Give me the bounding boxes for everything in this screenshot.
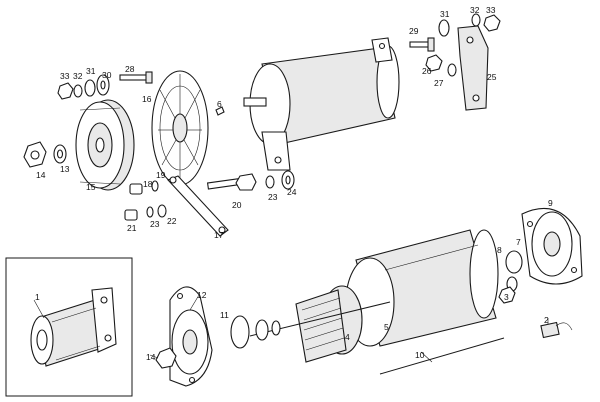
callout-23: 23 — [150, 219, 160, 229]
callout-6: 6 — [217, 99, 222, 109]
callout-22: 22 — [167, 216, 177, 226]
inset-assembled-dynamo — [5, 257, 133, 397]
callout-9: 9 — [548, 198, 553, 208]
callout-25: 25 — [487, 72, 497, 82]
mounting-bracket-group — [409, 13, 501, 111]
callout-5: 5 — [384, 322, 389, 332]
main-exploded-assembly — [155, 207, 583, 387]
callout-8: 8 — [497, 245, 502, 255]
callout-23-right: 23 — [268, 192, 278, 202]
adjusting-link-group — [124, 170, 295, 237]
callout-10: 10 — [415, 350, 425, 360]
callout-13: 13 — [60, 164, 70, 174]
callout-31: 31 — [86, 66, 96, 76]
callout-33-right: 33 — [486, 5, 496, 15]
callout-12: 12 — [197, 290, 207, 300]
callout-26: 26 — [422, 66, 432, 76]
callout-20: 20 — [232, 200, 242, 210]
pulley-fan-group — [23, 70, 225, 191]
callout-4: 4 — [345, 332, 350, 342]
callout-11: 11 — [220, 310, 229, 320]
callout-24: 24 — [287, 187, 297, 197]
callout-1: 1 — [35, 292, 40, 302]
callout-7: 7 — [516, 237, 521, 247]
callout-32-right: 32 — [470, 5, 480, 15]
callout-32: 32 — [73, 71, 83, 81]
leader-lines — [33, 294, 549, 363]
callout-labels: 1 2 3 4 5 6 7 8 9 10 11 12 13 14 14 15 1… — [35, 5, 553, 362]
callout-21: 21 — [127, 223, 137, 233]
callout-17: 17 — [214, 230, 224, 240]
callout-19: 19 — [156, 170, 166, 180]
callout-15: 15 — [86, 182, 96, 192]
callout-16: 16 — [142, 94, 152, 104]
callout-14: 14 — [36, 170, 46, 180]
callout-3: 3 — [504, 292, 509, 302]
callout-29: 29 — [409, 26, 419, 36]
callout-28: 28 — [125, 64, 135, 74]
callout-14-lower: 14 — [146, 352, 156, 362]
callout-2: 2 — [544, 315, 549, 325]
dynamo-housing-upper — [243, 37, 400, 171]
callout-27: 27 — [434, 78, 444, 88]
callout-31-right: 31 — [440, 9, 450, 19]
callout-33: 33 — [60, 71, 70, 81]
callout-18: 18 — [143, 179, 153, 189]
callout-30: 30 — [102, 70, 112, 80]
